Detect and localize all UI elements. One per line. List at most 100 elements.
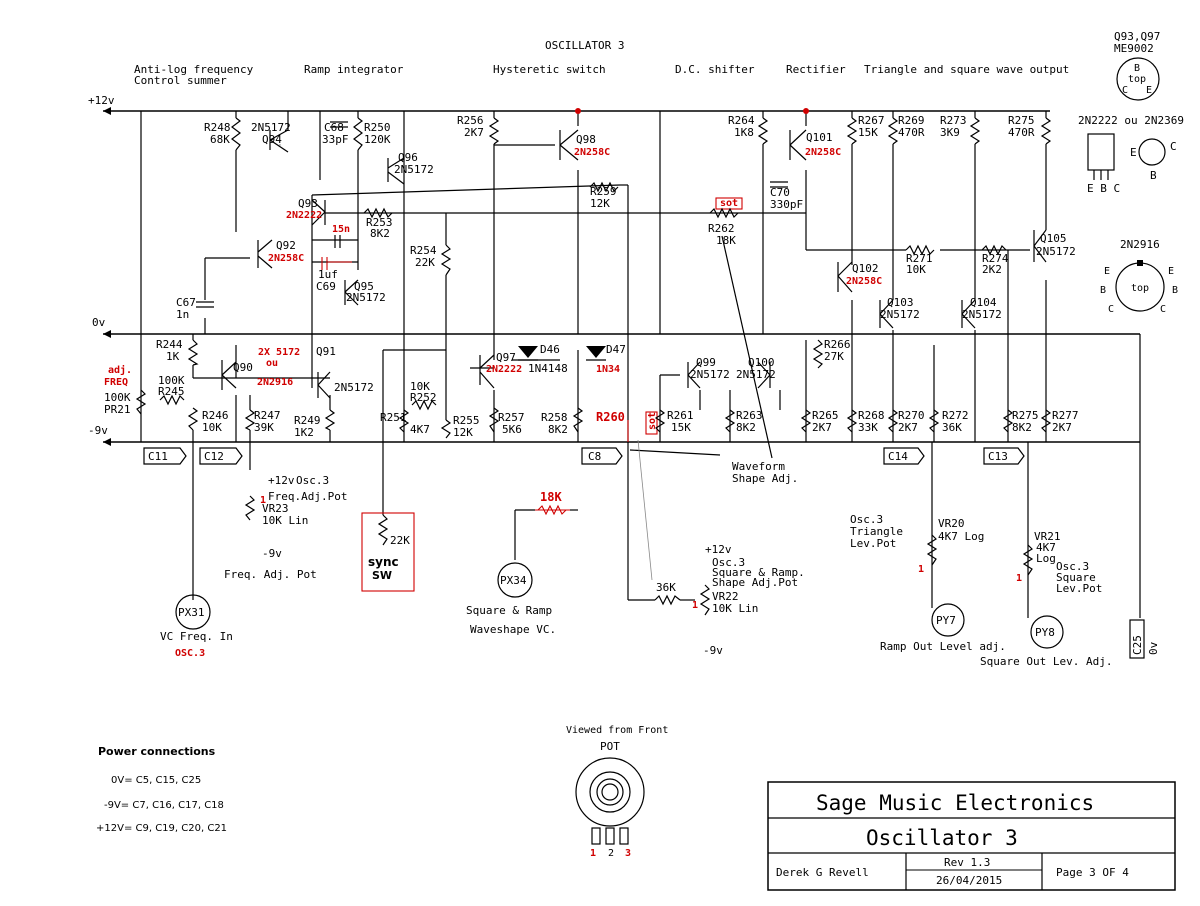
pot-labels: +12v Osc.3 Freq.Adj.Pot VR23 10K Lin -9v… <box>224 474 1102 657</box>
heading-ramp: Ramp integrator <box>304 63 404 76</box>
label-q101-type: 2N258C <box>805 147 841 158</box>
label-r256: R256 <box>457 114 484 127</box>
label-q100-type: 2N5172 <box>736 368 776 381</box>
resistor-symbols <box>135 117 1052 616</box>
label-r250-val: 120K <box>364 133 391 146</box>
label-r273-val: 3K9 <box>940 126 960 139</box>
label-r275a-val: 470R <box>1008 126 1035 139</box>
pinout-2916-c2: C <box>1160 304 1166 315</box>
label-q99: Q99 <box>696 356 716 369</box>
label-r245-val: 100K <box>158 374 185 387</box>
note-waveform-1: Waveform <box>732 460 785 473</box>
note-one-a: 1 <box>260 495 266 506</box>
label-r275b-val: 8K2 <box>1012 421 1032 434</box>
vr23-bot: -9v <box>262 547 282 560</box>
label-r275a: R275 <box>1008 114 1035 127</box>
label-r249: R249 <box>294 414 321 427</box>
label-q93: Q93 <box>298 197 318 210</box>
px31-label: PX31 <box>178 606 205 619</box>
label-c69-val: 1uf <box>318 268 338 281</box>
label-r252-val: 10K <box>410 380 430 393</box>
rail-label-neg: -9v <box>88 424 108 437</box>
pinout-me-b: B <box>1134 63 1140 74</box>
power-connections: Power connections 0V= C5, C15, C25 -9V= … <box>96 745 227 834</box>
vr21-l6: Lev.Pot <box>1056 582 1102 595</box>
pinout-2916-b1: B <box>1100 285 1106 296</box>
py8-label: PY8 <box>1035 626 1055 639</box>
vr23-l1: Osc.3 <box>296 474 329 487</box>
label-q93-type: 2N2222 <box>286 210 322 221</box>
label-r273: R273 <box>940 114 967 127</box>
pinout-diagrams: Q93,Q97 ME9002 B top C E 2N2222 ou 2N236… <box>1078 30 1184 315</box>
label-c70: C70 <box>770 186 790 199</box>
label-q103: Q103 <box>887 296 914 309</box>
pinout-2916-e1: E <box>1104 266 1110 277</box>
label-r270: R270 <box>898 409 925 422</box>
vr21-l5: Square <box>1056 571 1096 584</box>
pot-label: POT <box>600 740 620 753</box>
label-q105: Q105 <box>1040 232 1067 245</box>
power-pos: +12V= C9, C19, C20, C21 <box>96 823 227 834</box>
label-q104: Q104 <box>970 296 997 309</box>
to92-package-icon <box>1087 133 1115 171</box>
label-q91-type: 2N5172 <box>334 381 374 394</box>
label-q104-type: 2N5172 <box>962 308 1002 321</box>
label-r277: R277 <box>1052 409 1079 422</box>
pinout-2916-b2: B <box>1172 285 1178 296</box>
label-r255: R255 <box>453 414 480 427</box>
connector-c13: C13 <box>988 450 1008 463</box>
connector-c25-label: 0v <box>1147 641 1160 655</box>
label-r250: R250 <box>364 121 391 134</box>
vr23-l3: VR23 <box>262 502 289 515</box>
label-r261-val: 15K <box>671 421 691 434</box>
heading-rectifier: Rectifier <box>786 63 846 76</box>
label-r265: R265 <box>812 409 839 422</box>
pot-body-icon <box>575 757 645 827</box>
label-q97: Q97 <box>496 351 516 364</box>
vr20-l1: Osc.3 <box>850 513 883 526</box>
pot-pin-2: 2 <box>608 848 614 859</box>
label-r277-val: 2K7 <box>1052 421 1072 434</box>
label-r265-val: 2K7 <box>812 421 832 434</box>
vr22-l1: Osc.3 <box>712 556 745 569</box>
pinout-2916-e2: E <box>1168 266 1174 277</box>
label-r269: R269 <box>898 114 925 127</box>
label-q95-type: 2N5172 <box>346 291 386 304</box>
label-r275b: R275 <box>1012 409 1039 422</box>
label-r269-val: 470R <box>898 126 925 139</box>
label-r255-val: 12K <box>453 426 473 439</box>
heading-dcshifter: D.C. shifter <box>675 63 755 76</box>
label-r251: R251 <box>380 411 407 424</box>
note-sync-res: 22K <box>390 534 410 547</box>
vr20-l2: Triangle <box>850 525 903 538</box>
label-q91: Q91 <box>316 345 336 358</box>
freq-pot-caption: Freq. Adj. Pot <box>224 568 317 581</box>
label-c67: C67 <box>176 296 196 309</box>
vr23-l4: 10K Lin <box>262 514 308 527</box>
label-r264: R264 <box>728 114 755 127</box>
label-r253: R253 <box>366 216 393 229</box>
note-one-b: 1 <box>692 600 698 611</box>
label-r248-val: 68K <box>210 133 230 146</box>
label-c69-alt: 15n <box>332 224 350 235</box>
note-freq: FREQ <box>104 377 128 388</box>
label-q95: Q95 <box>354 280 374 293</box>
heading-summer: Control summer <box>134 74 227 87</box>
vr20-l3: Lev.Pot <box>850 537 896 550</box>
vr20-l5: 4K7 Log <box>938 530 984 543</box>
label-r244: R244 <box>156 338 183 351</box>
vr23-l2: Freq.Adj.Pot <box>268 490 347 503</box>
pinout-pn-title: 2N2222 ou 2N2369 <box>1078 114 1184 127</box>
note-one-c: 1 <box>918 564 924 575</box>
label-q98: Q98 <box>576 133 596 146</box>
label-r261: R261 <box>667 409 694 422</box>
note-18k: 18K <box>540 490 562 504</box>
vr22-l5: 10K Lin <box>712 602 758 615</box>
px34-jack-icon <box>497 562 533 598</box>
page-number: Page 3 OF 4 <box>1056 866 1129 879</box>
label-r249-val: 1K2 <box>294 426 314 439</box>
vr22-top: +12v <box>705 543 732 556</box>
label-r263: R263 <box>736 409 763 422</box>
label-q94: Q94 <box>262 133 282 146</box>
